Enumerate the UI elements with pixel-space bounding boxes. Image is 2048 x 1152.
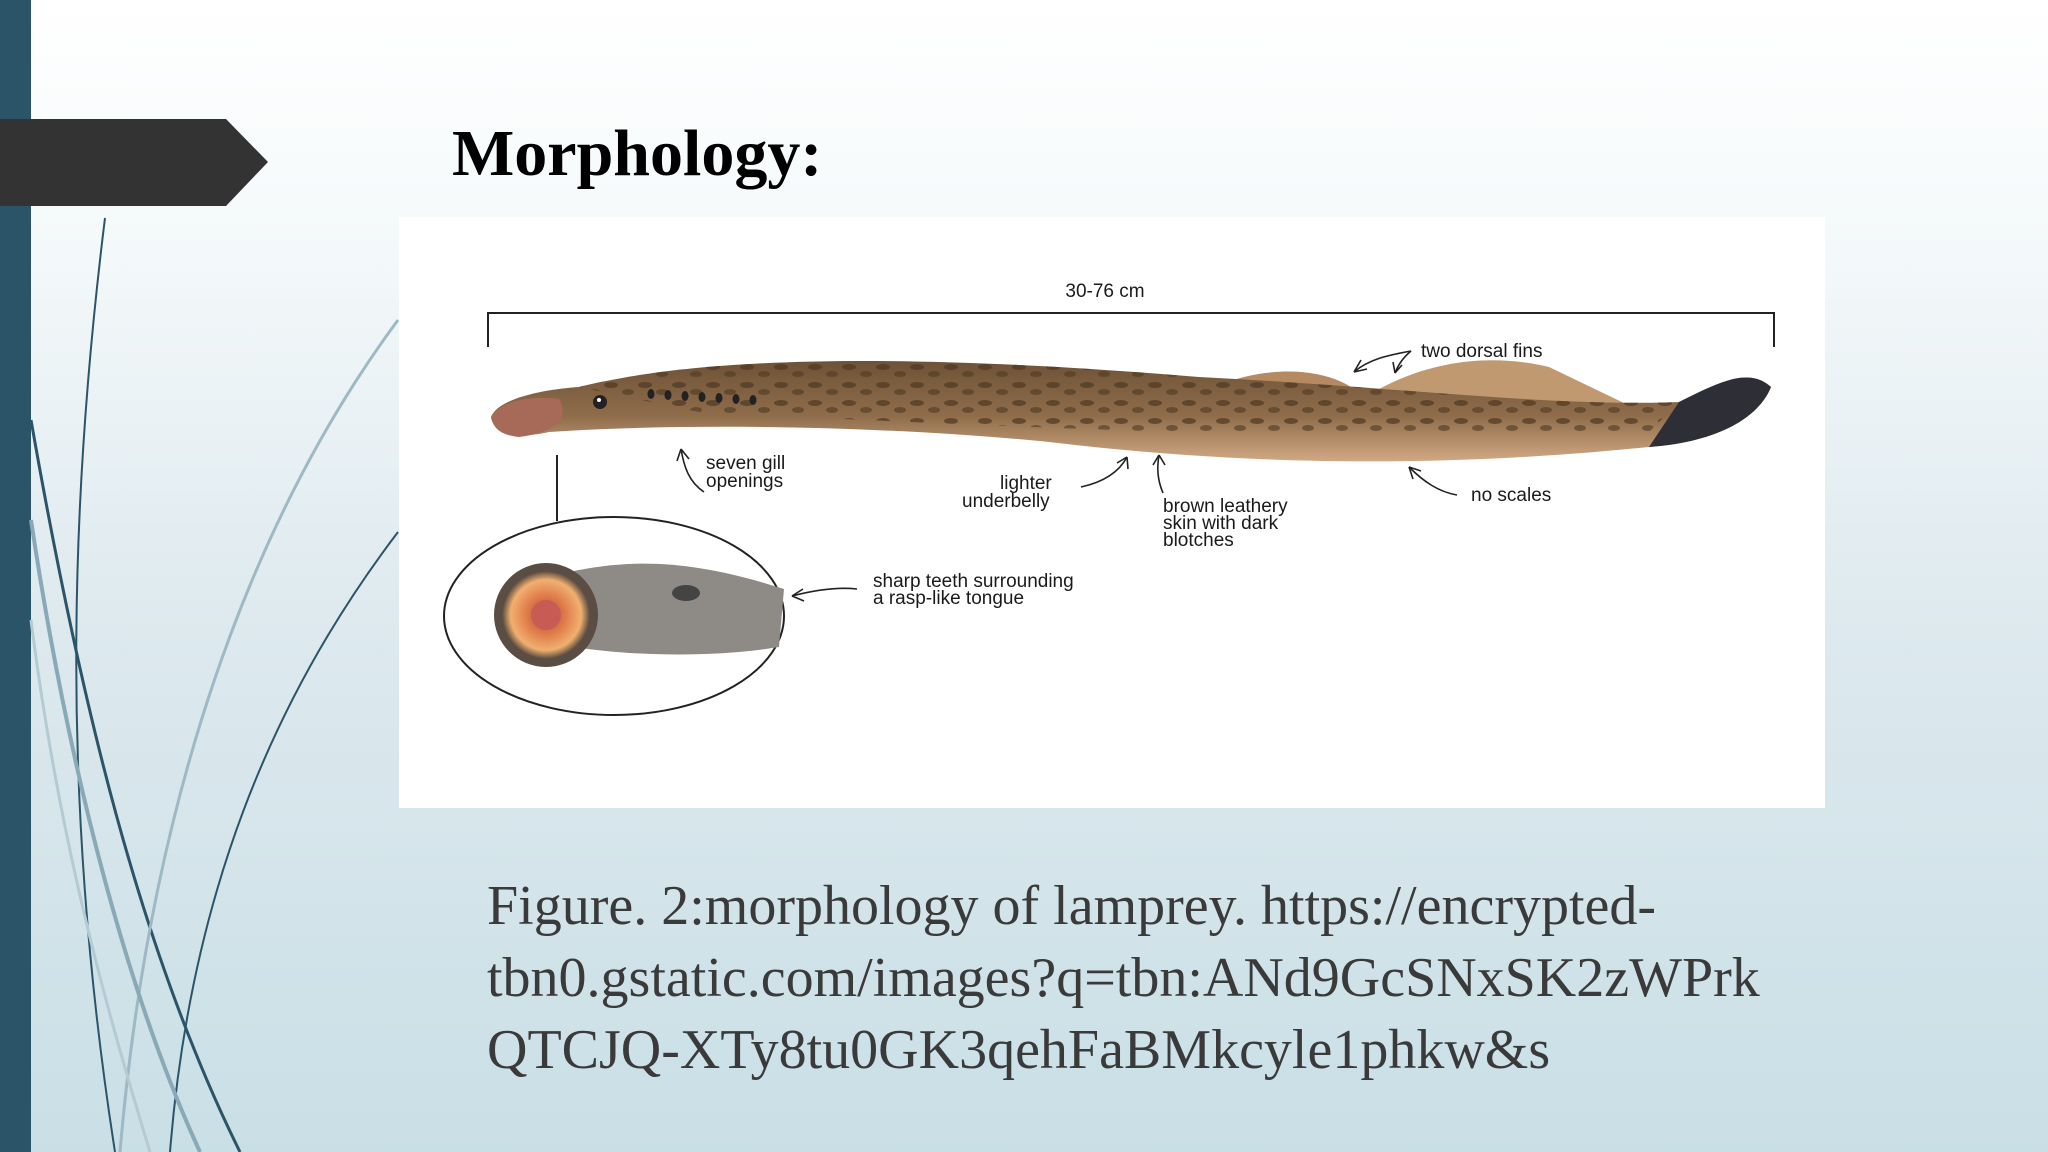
label-gill-openings-2: openings	[706, 471, 783, 492]
lamprey-illustration: 30-76 cm	[399, 217, 1825, 808]
length-bracket	[488, 313, 1774, 347]
lamprey-figure: 30-76 cm	[399, 217, 1825, 808]
title-tab-arrow	[0, 119, 268, 206]
label-dorsal-fins: two dorsal fins	[1421, 341, 1542, 362]
eye	[593, 395, 607, 409]
slide-title: Morphology:	[452, 116, 822, 192]
label-no-scales: no scales	[1471, 485, 1551, 506]
length-label: 30-76 cm	[1065, 281, 1144, 302]
label-teeth-2: a rasp-like tongue	[873, 588, 1024, 609]
figure-caption: Figure. 2:morphology of lamprey. https:/…	[487, 870, 1887, 1086]
caption-line-2: tbn0.gstatic.com/images?q=tbn:ANd9GcSNxS…	[487, 942, 1887, 1014]
caption-line-1: Figure. 2:morphology of lamprey. https:/…	[487, 870, 1887, 942]
label-underbelly-2: underbelly	[962, 491, 1050, 512]
caption-line-3: QTCJQ-XTy8tu0GK3qehFaBMkcyle1phkw&s	[487, 1014, 1887, 1086]
label-skin-3: blotches	[1163, 530, 1234, 551]
